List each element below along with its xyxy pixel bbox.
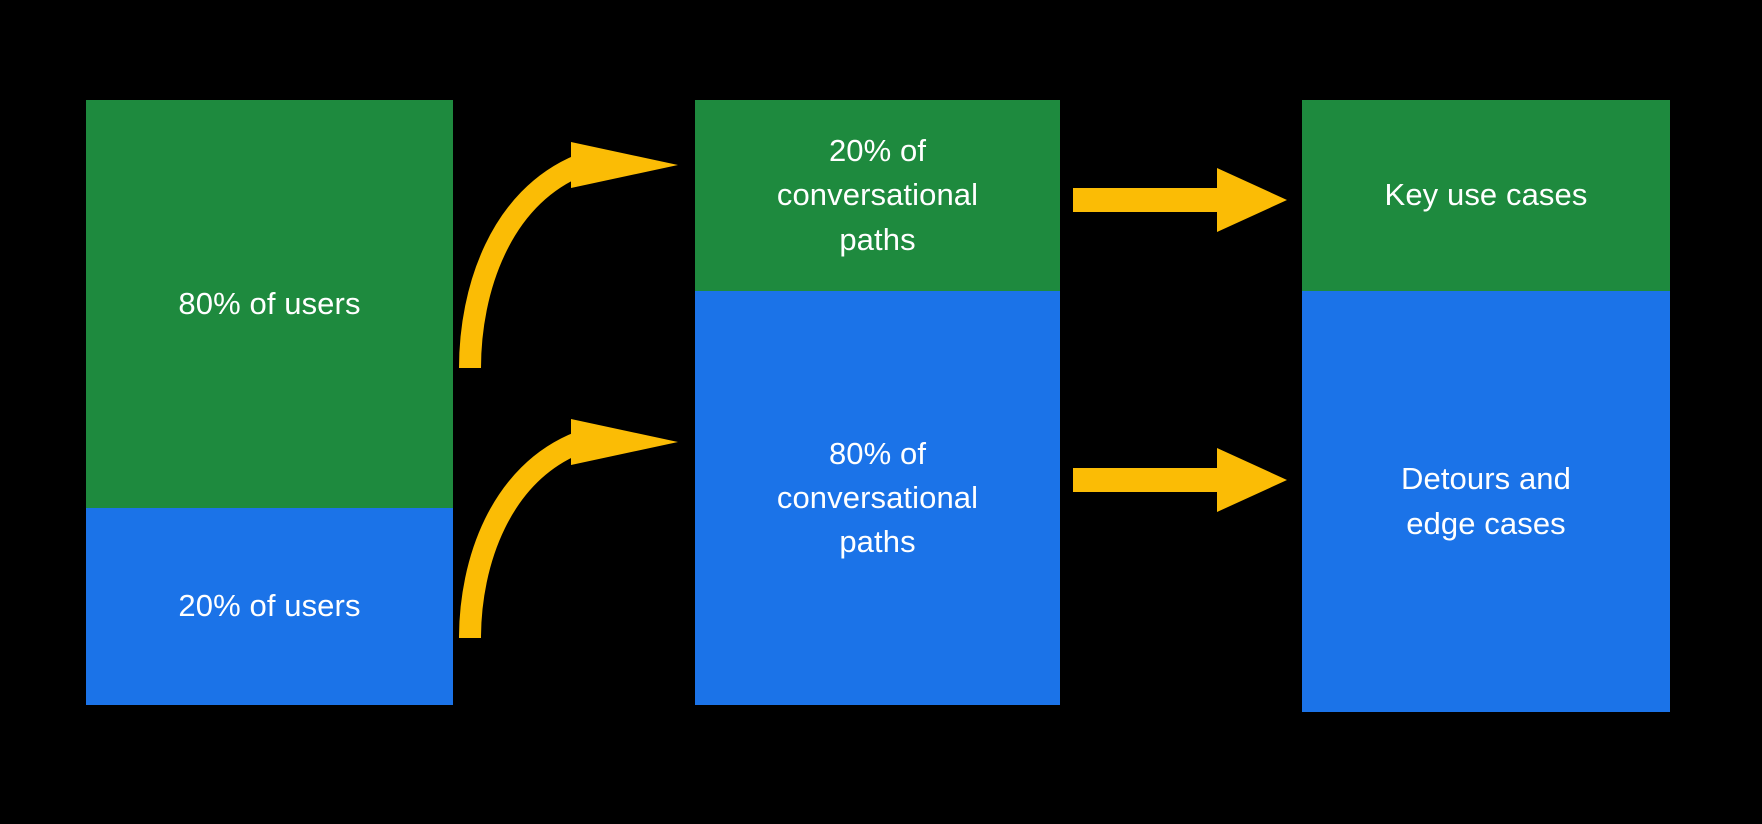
- users-column: 80% of users 20% of users: [86, 100, 453, 705]
- segment-label: 20% of conversational paths: [776, 133, 979, 257]
- conversational-paths-column: 20% of conversational paths 80% of conve…: [695, 100, 1060, 705]
- segment-label: Key use cases: [1384, 177, 1588, 213]
- segment-paths-minority: 20% of conversational paths: [695, 100, 1060, 291]
- use-cases-column: Key use cases Detours and edge cases: [1302, 100, 1670, 712]
- segment-label: 80% of conversational paths: [776, 435, 979, 559]
- segment-users-majority: 80% of users: [86, 100, 453, 508]
- segment-label: Detours and edge cases: [1401, 461, 1571, 541]
- segment-key-use-cases: Key use cases: [1302, 100, 1670, 291]
- segment-label: 20% of users: [178, 588, 361, 624]
- segment-users-minority: 20% of users: [86, 508, 453, 705]
- segment-paths-majority: 80% of conversational paths: [695, 291, 1060, 705]
- straight-arrow-icon-bottom: [1073, 448, 1287, 512]
- segment-detours-edge-cases: Detours and edge cases: [1302, 291, 1670, 712]
- curved-arrow-icon-top: [459, 142, 678, 369]
- curved-arrow-icon-bottom: [459, 419, 678, 639]
- straight-arrow-icon-top: [1073, 168, 1287, 232]
- segment-label: 80% of users: [178, 285, 361, 321]
